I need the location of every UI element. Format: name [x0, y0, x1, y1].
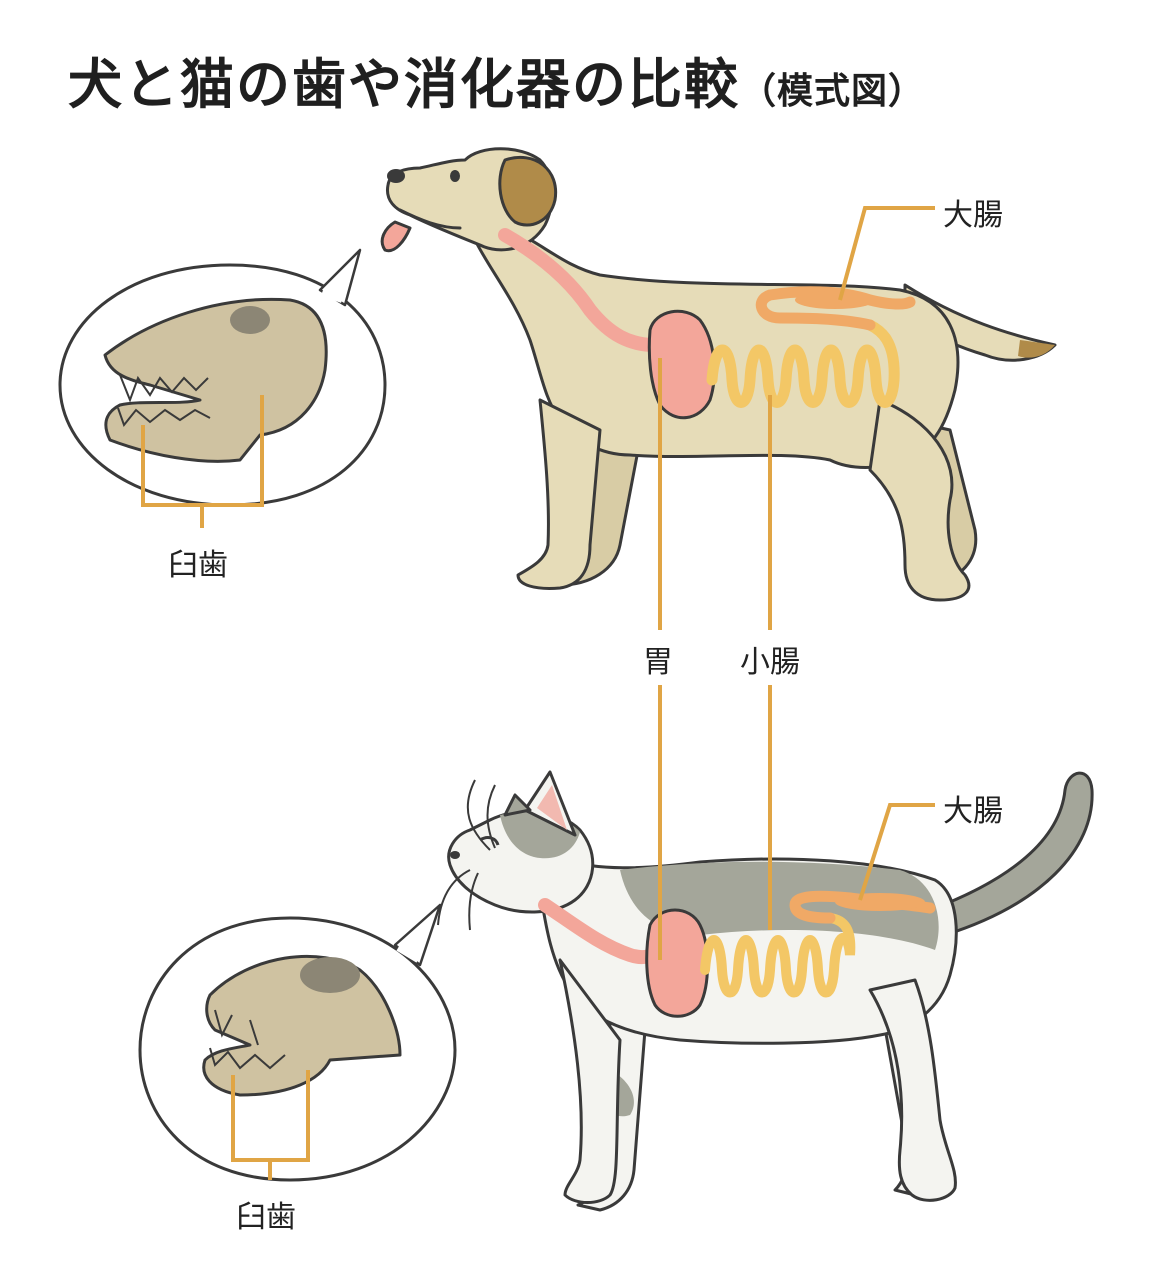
label-cat-large-intestine: 大腸 [943, 794, 1003, 829]
label-dog-molar: 臼歯 [168, 548, 228, 583]
leader-lines [141, 206, 935, 1180]
label-small-intestine: 小腸 [740, 645, 800, 680]
label-stomach: 胃 [643, 645, 673, 680]
subtitle-text: （模式図） [740, 71, 926, 112]
diagram-title: 犬と猫の歯や消化器の比較（模式図） [68, 40, 925, 119]
dog-skull-bubble [58, 248, 387, 507]
label-dog-large-intestine: 大腸 [943, 198, 1003, 233]
title-text: 犬と猫の歯や消化器の比較 [68, 53, 740, 116]
label-cat-molar: 臼歯 [236, 1200, 296, 1235]
cat-illustration [437, 770, 1094, 1212]
cat-skull-bubble [138, 903, 457, 1182]
dog-illustration [380, 147, 1057, 602]
